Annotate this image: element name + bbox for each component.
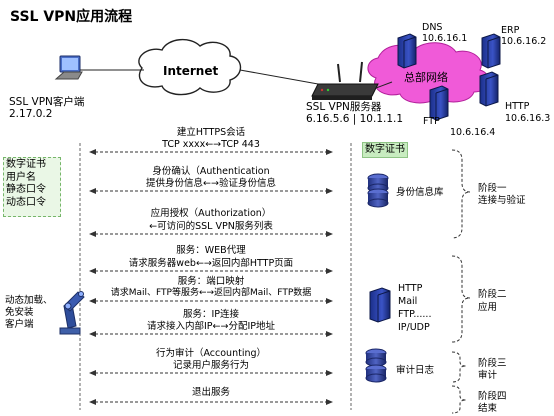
stage-bracket-1 [451, 149, 471, 239]
flow-4-detail: 请求服务器web←→返回内部HTTP页面 [128, 258, 294, 269]
stage-1-desc: 连接与验证 [478, 195, 526, 206]
service-http: HTTP [398, 283, 423, 294]
credential-cert: 数字证书 [6, 159, 46, 170]
link-vpn-hq [375, 81, 393, 89]
stage-2-desc: 应用 [478, 302, 498, 313]
server-cert-label: 数字证书 [362, 142, 408, 158]
dns-label: DNS [422, 22, 443, 33]
ftp-label: FTP [423, 116, 440, 127]
flow-3-detail: ←可访问的SSL VPN服务列表 [149, 221, 273, 232]
stage-3-label: 阶段三 [478, 358, 507, 369]
service-mail: Mail [398, 296, 418, 307]
stage-2-label: 阶段二 [478, 289, 507, 300]
page-title: SSL VPN应用流程 [10, 9, 133, 25]
erp-label: ERP [501, 25, 520, 36]
flow-1-detail: TCP xxxx←→TCP 443 [162, 139, 260, 150]
stage-4-desc: 结束 [478, 403, 498, 414]
erp-server-icon [481, 33, 501, 69]
credential-static-password: 静态口令 [6, 184, 46, 195]
ftp-ip-label: 10.6.16.4 [450, 127, 496, 138]
service-server-icon [369, 287, 391, 323]
audit-log-label: 审计日志 [396, 365, 435, 376]
client-label: SSL VPN客户端 [9, 96, 85, 108]
flow-2-title: 身份确认（Authentication [152, 166, 270, 177]
vpn-server-device [311, 61, 379, 100]
stage-brackets [451, 149, 471, 414]
robot-arm-icon [59, 291, 85, 335]
http-label: HTTP [505, 101, 530, 112]
stage-4-label: 阶段四 [478, 391, 507, 402]
internet-cloud [138, 39, 242, 96]
flow-8-title: 退出服务 [191, 387, 230, 398]
flow-5-title: 服务：端口映射 [177, 276, 245, 287]
flow-6-title: 服务：IP连接 [182, 309, 240, 320]
identity-db-icon [367, 173, 389, 208]
credential-dynamic-password: 动态口令 [6, 196, 46, 208]
stage-3-desc: 审计 [478, 370, 498, 381]
dynamic-client-line2: 免安装 [5, 307, 34, 318]
stage-bracket-4 [451, 385, 467, 414]
flow-1-title: 建立HTTPS会话 [176, 127, 246, 138]
http-server-icon [479, 71, 499, 107]
service-ip-udp: IP/UDP [398, 322, 430, 333]
dynamic-client-line3: 客户端 [5, 319, 34, 330]
identity-db-label: 身份信息库 [396, 187, 444, 198]
flow-arrows [89, 149, 333, 405]
internet-label: Internet [163, 64, 219, 78]
dns-server-icon [397, 33, 417, 69]
vpn-server-ip-label: 6.16.5.6 | 10.1.1.1 [306, 113, 404, 125]
flow-5-detail: 请求Mail、FTP等服务←→返回内部Mail、FTP数据 [110, 288, 312, 298]
dns-ip-label: 10.6.16.1 [422, 33, 468, 44]
vpn-server-label: SSL VPN服务器 [306, 101, 382, 113]
stage-1-label: 阶段一 [478, 183, 507, 194]
audit-log-db-icon [365, 348, 387, 383]
laptop-icon [54, 55, 83, 80]
flow-2-detail: 提供身份信息←→验证身份信息 [146, 178, 276, 189]
dynamic-client-line1: 动态加载、 [5, 295, 53, 306]
flow-4-title: 服务：WEB代理 [176, 245, 246, 256]
client-ip-label: 2.17.0.2 [9, 108, 53, 120]
flow-7-title: 行为审计（Accounting） [155, 348, 267, 359]
flow-3-title: 应用授权（Authorization） [150, 208, 272, 219]
service-ftp: FTP...... [398, 309, 432, 320]
flow-6-detail: 请求接入内部IP←→分配IP地址 [147, 321, 275, 332]
link-internet-vpn [239, 69, 319, 85]
http-ip-label: 10.6.16.3 [505, 113, 551, 124]
client-credentials-box: 数字证书 用户名 静态口令 动态口令 [3, 157, 61, 217]
stage-bracket-3 [451, 351, 467, 383]
ftp-server-icon [429, 85, 449, 121]
erp-ip-label: 10.6.16.2 [501, 36, 547, 47]
credential-username: 用户名 [6, 171, 36, 183]
hq-network-label: 总部网络 [404, 71, 448, 84]
flow-7-detail: 记录用户服务行为 [172, 360, 249, 371]
stage-bracket-2 [451, 255, 471, 343]
